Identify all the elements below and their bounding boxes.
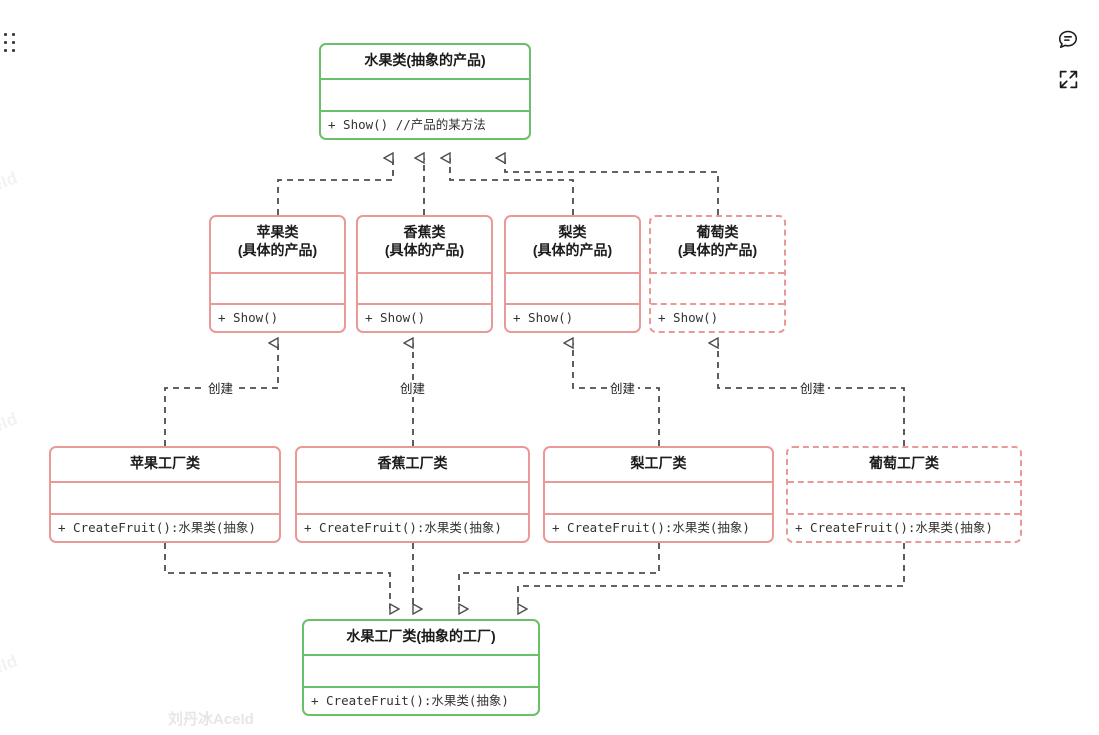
- uml-class-fruit-factory-abstract[interactable]: 水果工厂类(抽象的工厂) + CreateFruit():水果类(抽象): [302, 619, 540, 716]
- corner-toolbar: [1055, 26, 1081, 92]
- edge-label-create-banana: 创建: [397, 382, 429, 397]
- class-operations-compartment: + Show() //产品的某方法: [328, 117, 486, 132]
- class-attributes-compartment: [788, 481, 1020, 515]
- edge-label-create-apple: 创建: [205, 382, 237, 397]
- watermark-side: eId: [0, 408, 21, 437]
- class-attributes-compartment: [297, 481, 528, 515]
- class-operations-compartment: + CreateFruit():水果类(抽象): [304, 520, 502, 535]
- grip-dot: [4, 49, 7, 52]
- watermark-side: eId: [0, 167, 21, 196]
- watermark-author: 刘丹冰AceId: [168, 711, 254, 728]
- class-operations-compartment: + Show(): [365, 310, 426, 325]
- class-attributes-compartment: [211, 272, 344, 305]
- class-operations-compartment: + Show(): [218, 310, 279, 325]
- class-operations-compartment: + CreateFruit():水果类(抽象): [58, 520, 256, 535]
- uml-class-banana-factory[interactable]: 香蕉工厂类 + CreateFruit():水果类(抽象): [295, 446, 530, 543]
- uml-class-banana-product[interactable]: 香蕉类 (具体的产品) + Show(): [356, 215, 493, 333]
- class-operations-compartment: + CreateFruit():水果类(抽象): [311, 693, 509, 708]
- class-attributes-compartment: [358, 272, 491, 305]
- class-attributes-compartment: [545, 481, 772, 515]
- class-name: 水果工厂类(抽象的工厂): [346, 628, 496, 644]
- class-attributes-compartment: [304, 654, 538, 688]
- class-operations-compartment: + CreateFruit():水果类(抽象): [552, 520, 750, 535]
- comment-icon[interactable]: [1055, 26, 1081, 52]
- class-attributes-compartment: [651, 272, 784, 305]
- uml-class-grape-factory[interactable]: 葡萄工厂类 + CreateFruit():水果类(抽象): [786, 446, 1022, 543]
- class-name: 葡萄工厂类: [869, 455, 939, 471]
- grip-dot: [4, 33, 7, 36]
- class-attributes-compartment: [51, 481, 279, 515]
- class-name: 香蕉类 (具体的产品): [384, 224, 465, 258]
- fullscreen-icon[interactable]: [1055, 66, 1081, 92]
- watermark-side: eId: [0, 650, 21, 679]
- uml-class-fruit-abstract[interactable]: 水果类(抽象的产品) + Show() //产品的某方法: [319, 43, 531, 140]
- edge-label-create-grape: 创建: [797, 382, 829, 397]
- grip-dot: [12, 41, 15, 44]
- edge-label-create-pear: 创建: [607, 382, 639, 397]
- grip-dot: [12, 49, 15, 52]
- uml-class-grape-product[interactable]: 葡萄类 (具体的产品) + Show(): [649, 215, 786, 333]
- class-name: 水果类(抽象的产品): [364, 52, 486, 68]
- class-name: 香蕉工厂类: [377, 455, 448, 471]
- uml-class-pear-product[interactable]: 梨类 (具体的产品) + Show(): [504, 215, 641, 333]
- class-name: 苹果类 (具体的产品): [237, 224, 318, 258]
- class-operations-compartment: + Show(): [513, 310, 574, 325]
- class-attributes-compartment: [506, 272, 639, 305]
- class-operations-compartment: + Show(): [658, 310, 719, 325]
- uml-class-apple-factory[interactable]: 苹果工厂类 + CreateFruit():水果类(抽象): [49, 446, 281, 543]
- class-attributes-compartment: [321, 78, 529, 112]
- grip-dot: [4, 41, 7, 44]
- class-name: 梨类 (具体的产品): [532, 224, 613, 258]
- uml-class-apple-product[interactable]: 苹果类 (具体的产品) + Show(): [209, 215, 346, 333]
- class-operations-compartment: + CreateFruit():水果类(抽象): [795, 520, 993, 535]
- drag-grip-icon[interactable]: [4, 33, 18, 55]
- uml-class-pear-factory[interactable]: 梨工厂类 + CreateFruit():水果类(抽象): [543, 446, 774, 543]
- class-name: 苹果工厂类: [130, 455, 200, 471]
- class-name: 梨工厂类: [630, 455, 687, 471]
- grip-dot: [12, 33, 15, 36]
- class-name: 葡萄类 (具体的产品): [677, 224, 758, 258]
